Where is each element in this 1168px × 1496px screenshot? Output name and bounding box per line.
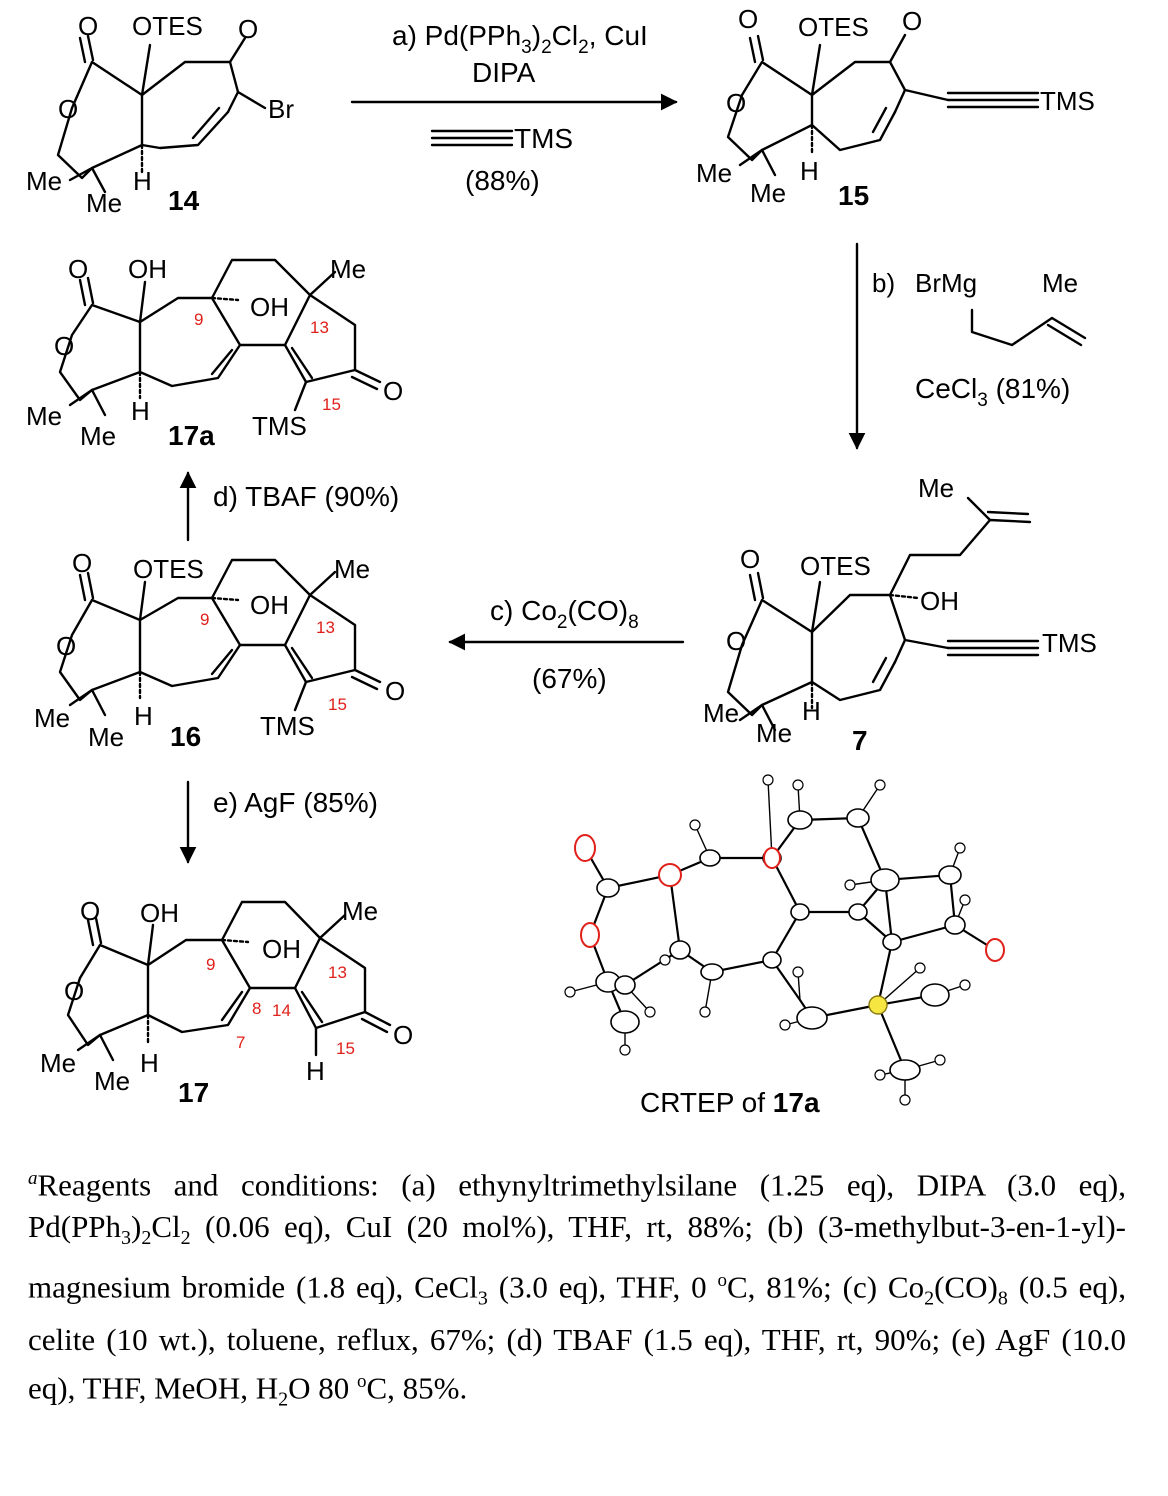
conditions-step-d: d) TBAF (90%) [213,481,399,512]
svg-text:Me: Me [1042,268,1078,298]
svg-text:(88%): (88%) [465,165,540,196]
atom-me: Me [334,554,370,584]
atom-h: H [133,166,152,196]
atom-otes: OTES [800,551,871,581]
conditions-step-c: c) Co2(CO)8 (67%) [490,595,639,694]
position-15: 15 [328,695,347,714]
atom-me: Me [26,401,62,431]
atom-me: Me [40,1048,76,1078]
atom-me: Me [94,1066,130,1096]
conditions-step-a: a) Pd(PPh3)2Cl2, CuI DIPA TMS (88%) [392,20,648,196]
atom-h: H [131,396,150,426]
atom-tms: TMS [1042,628,1097,658]
position-15: 15 [322,395,341,414]
atom-oh: OH [128,254,167,284]
position-9: 9 [194,310,203,329]
atom-o: O [738,4,758,34]
atom-o: O [385,676,405,706]
atom-o: O [68,254,88,284]
atom-me: Me [88,722,124,752]
compound-label-14: 14 [168,185,200,216]
reaction-scheme: O O OTES O Br Me Me H 14 a) Pd(PPh3)2Cl2… [26,4,1097,1118]
atom-o: O [64,976,84,1006]
svg-text:DIPA: DIPA [472,57,536,88]
compound-label-15: 15 [838,180,869,211]
atom-o: O [78,11,98,41]
atom-oh: OH [250,292,289,322]
position-13: 13 [310,318,329,337]
atom-o: O [726,626,746,656]
atom-h: H [802,696,821,726]
atom-me: Me [330,254,366,284]
atom-o: O [58,94,78,124]
atom-o: O [72,548,92,578]
atom-otes: OTES [133,554,204,584]
compound-15-structure: O O OTES O TMS Me Me H 15 [696,4,1095,211]
atom-otes: OTES [798,12,869,42]
svg-text:BrMg: BrMg [915,268,977,298]
crtep-crystal-structure: CRTEP of 17a [564,774,1005,1118]
atom-o: O [383,376,403,406]
compound-17-structure: O O OH OH Me O H Me Me H 9 13 8 14 7 15 … [40,896,413,1108]
atom-otes: OTES [132,11,203,41]
compound-label-17: 17 [178,1077,209,1108]
alkyne-triple-bond [430,129,514,147]
position-8: 8 [252,999,261,1018]
atom-oh: OH [140,898,179,928]
position-7: 7 [236,1033,245,1052]
atom-me: Me [696,158,732,188]
position-13: 13 [316,618,335,637]
atom-me: Me [86,188,122,218]
compound-7-structure: O O OTES OH Me TMS Me Me H 7 [703,473,1097,756]
atom-me: Me [703,698,739,728]
compound-16-structure: O O OTES OH Me O TMS Me Me H 9 13 15 16 [34,548,405,752]
compound-label-16: 16 [170,721,201,752]
atom-me: Me [342,896,378,926]
position-9: 9 [200,610,209,629]
atom-me: Me [756,718,792,748]
svg-text:a) Pd(PPh3)2Cl2, CuI: a) Pd(PPh3)2Cl2, CuI [392,20,648,58]
compound-14-structure: O O OTES O Br Me Me H 14 [26,11,294,218]
atom-br: Br [268,94,294,124]
svg-text:TMS: TMS [514,123,573,154]
atom-oh: OH [262,934,301,964]
atom-o: O [56,631,76,661]
atom-tms: TMS [260,711,315,741]
atom-me: Me [80,421,116,451]
atom-me: Me [750,178,786,208]
atom-h: H [140,1048,159,1078]
atom-oh: OH [920,586,959,616]
svg-text:c) Co2(CO)8: c) Co2(CO)8 [490,595,639,633]
compound-17a-structure: O O OH OH Me O TMS Me Me H 9 13 15 17a [26,254,403,451]
atom-o: O [726,88,746,118]
atom-h: H [800,156,819,186]
compound-label-7: 7 [852,725,868,756]
atom-me: Me [26,166,62,196]
atom-h: H [306,1056,325,1086]
atom-h: H [134,701,153,731]
compound-label-17a: 17a [168,420,215,451]
atom-o: O [393,1020,413,1050]
atom-o: O [54,331,74,361]
conditions-step-b: b) BrMg Me CeCl3 (81%) [872,268,1087,411]
atom-me: Me [34,703,70,733]
atom-tms: TMS [252,411,307,441]
svg-text:CeCl3 (81%): CeCl3 (81%) [915,373,1070,411]
conditions-step-e: e) AgF (85%) [213,787,378,818]
position-15: 15 [336,1039,355,1058]
position-14: 14 [272,1001,291,1020]
svg-text:b): b) [872,268,895,298]
reagents-footnote: aReagents and conditions: (a) ethynyltri… [28,1167,1126,1411]
atom-oh: OH [250,590,289,620]
atom-o: O [740,544,760,574]
atom-tms: TMS [1040,86,1095,116]
atom-me: Me [918,473,954,503]
position-13: 13 [328,963,347,982]
crtep-caption: CRTEP of 17a [640,1087,820,1118]
atom-o: O [238,14,258,44]
position-9: 9 [206,955,215,974]
atom-o: O [902,6,922,36]
atom-o: O [80,896,100,926]
svg-text:(67%): (67%) [532,663,607,694]
